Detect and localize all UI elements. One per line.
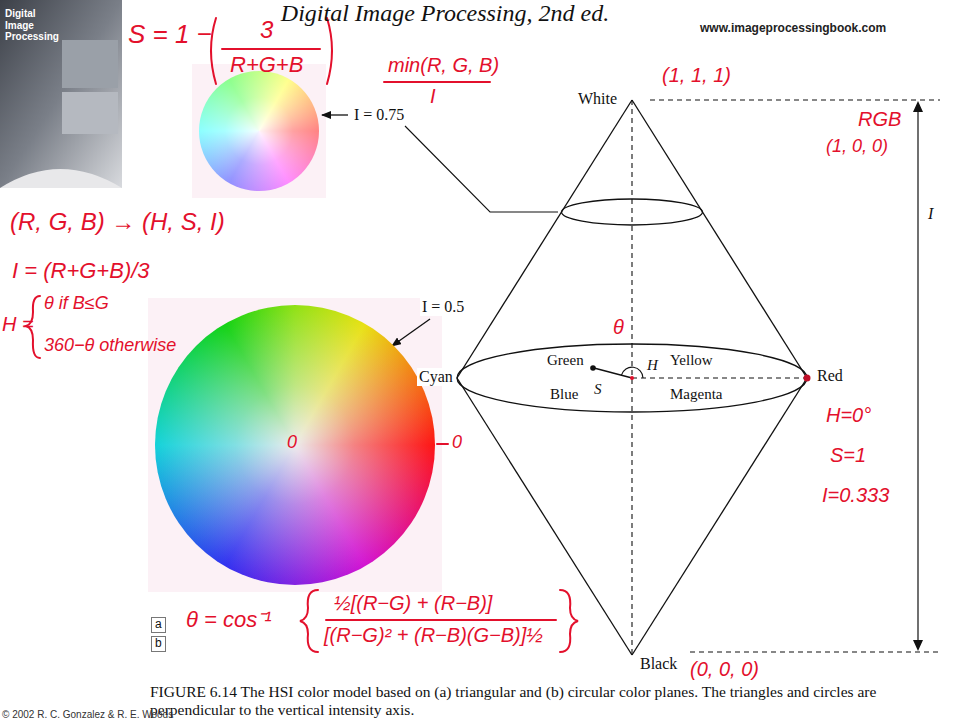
handwritten-note: (1, 1, 1): [662, 64, 731, 87]
copyright-note: © 2002 R. C. Gonzalez & R. E. Woods: [2, 709, 173, 721]
color-label: Green: [545, 352, 586, 369]
handwritten-note: 360−θ otherwise: [44, 335, 176, 356]
cover-image: [62, 92, 118, 134]
hsi-cone: [457, 100, 807, 655]
handwritten-note: I = (R+G+B)/3: [12, 258, 150, 283]
handwritten-note: 0: [287, 432, 297, 453]
handwritten-note: 3: [260, 16, 273, 44]
header-rule: [560, 43, 960, 46]
saturation-vector: [594, 368, 632, 378]
handwritten-note: I=0.333: [822, 484, 889, 507]
handwritten-note: [(R−G)² + (R−B)(G−B)]½: [324, 624, 543, 647]
cover-title: Digital Image Processing: [5, 8, 63, 43]
handwritten-strokes: [26, 18, 578, 652]
panel-letter: b: [151, 636, 166, 652]
color-label: Red: [815, 367, 845, 385]
vertex-label: White: [576, 90, 619, 108]
intensity-axis: [917, 104, 918, 648]
handwritten-note: I: [430, 85, 436, 108]
intensity-label: I = 0.75: [352, 106, 406, 124]
hue-disc-small: [199, 71, 319, 191]
red-point: [804, 375, 811, 382]
saturation-symbol: S: [592, 381, 604, 398]
handwritten-note: H=0°: [826, 404, 871, 427]
color-label: Yellow: [668, 352, 715, 369]
handwritten-note: S=1: [830, 444, 866, 467]
color-label: Blue: [548, 386, 580, 403]
panel-letter: a: [151, 617, 166, 633]
axis-arrowheads: [913, 101, 923, 651]
dashed-guides: [632, 100, 940, 655]
color-label: Magenta: [668, 386, 724, 403]
handwritten-note: min(R, G, B): [388, 54, 499, 77]
handwritten-note: (0, 0, 0): [690, 658, 759, 681]
website-url: www.imageprocessingbook.com: [700, 22, 886, 36]
cover-image: [62, 40, 118, 88]
intensity-symbol: I: [926, 205, 935, 223]
pointer-arrow: [322, 114, 348, 115]
leader-line: [405, 126, 558, 212]
figure-caption: FIGURE 6.14 The HSI color model based on…: [150, 683, 940, 719]
handwritten-note: (1, 0, 0): [826, 136, 888, 157]
intensity-label: I = 0.5: [420, 298, 466, 316]
handwritten-note: θ if B≤G: [44, 293, 109, 314]
pointer-arrow: [392, 319, 430, 346]
handwritten-note: 0: [452, 432, 462, 453]
cover-curve: [0, 169, 122, 188]
handwritten-note: S = 1 −: [128, 20, 212, 50]
center-dot: [630, 376, 634, 380]
color-label: Cyan: [417, 368, 455, 386]
wheel-ground: [192, 64, 326, 198]
vertex-label: Black: [638, 655, 679, 673]
saturation-point: [590, 365, 596, 371]
handwritten-note: ½[(R−G) + (R−B)]: [334, 592, 492, 615]
handwritten-note: H =: [2, 313, 34, 336]
wheel-ground: [148, 298, 442, 592]
handwritten-note: θ: [613, 316, 624, 339]
handwritten-note: (R, G, B) → (H, S, I): [10, 208, 225, 236]
handwritten-note: RGB: [858, 108, 901, 131]
slide-title: Digital Image Processing, 2nd ed.: [245, 0, 645, 27]
handwritten-note: θ = cos⁻¹: [186, 607, 272, 632]
book-cover: [0, 0, 122, 188]
hue-symbol: H: [645, 357, 660, 374]
handwritten-note: R+G+B: [230, 52, 303, 77]
